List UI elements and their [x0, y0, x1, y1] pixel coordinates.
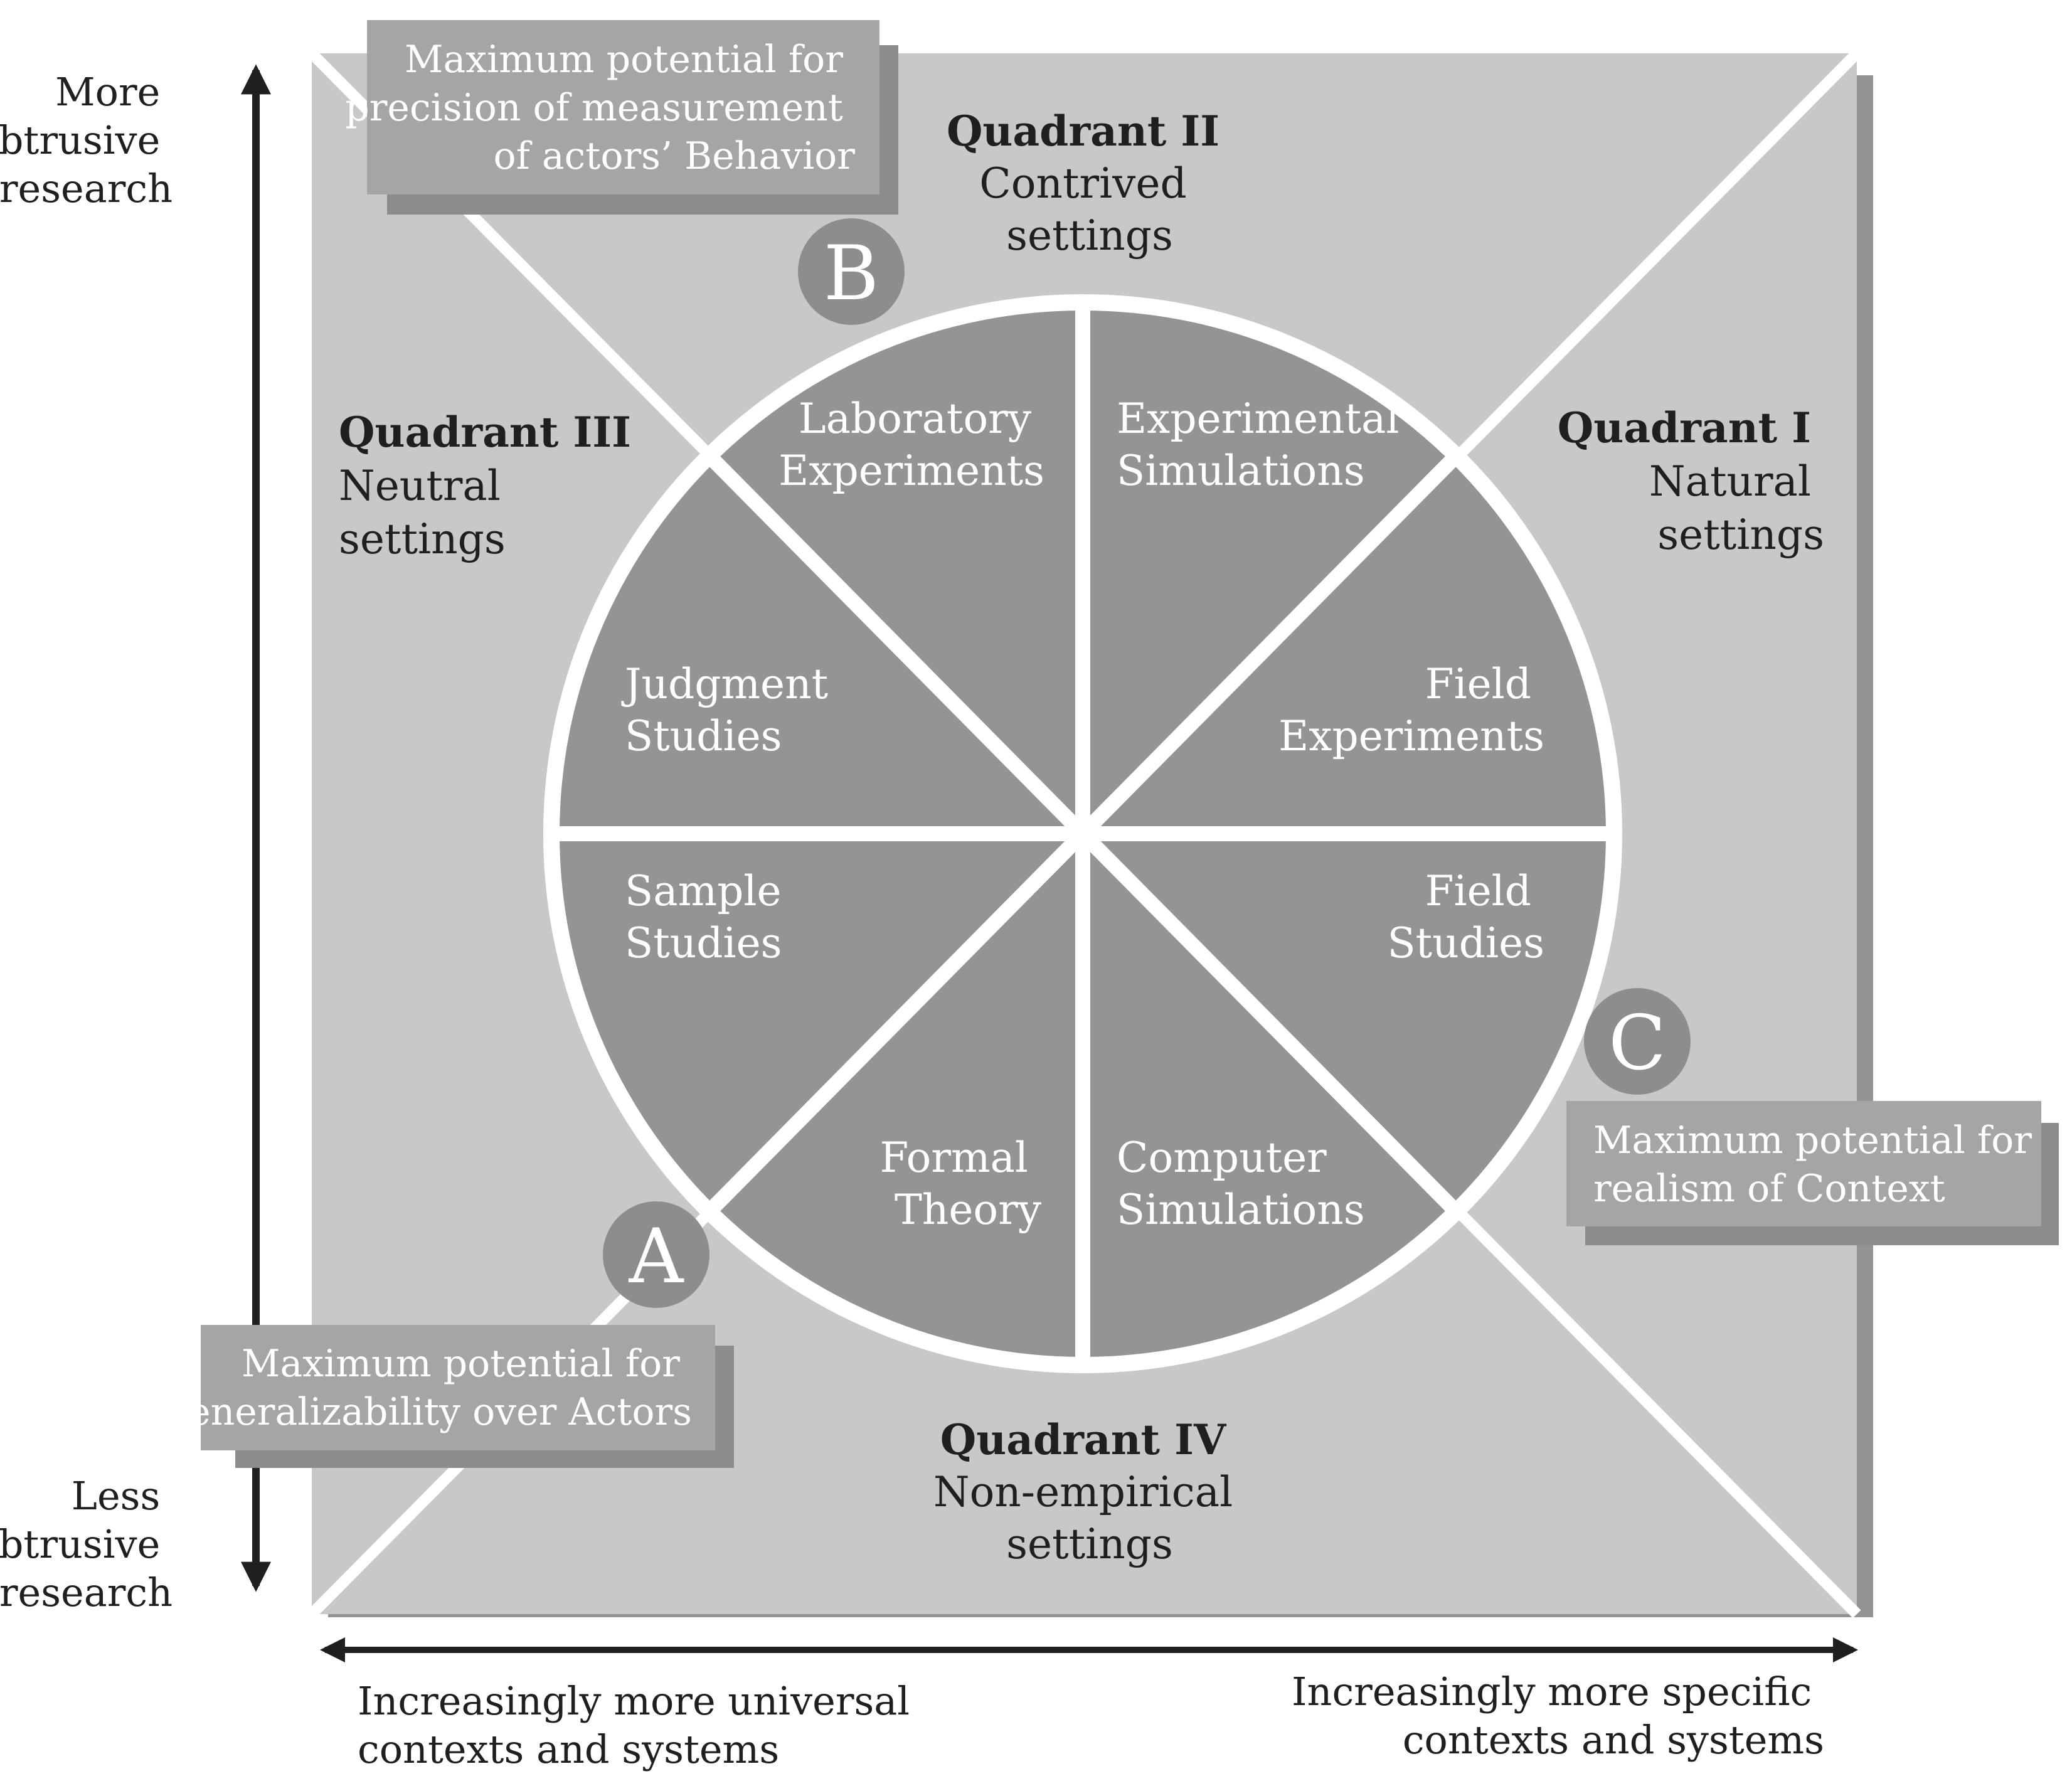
callout-a-box	[201, 1325, 715, 1450]
marker-a-circle	[603, 1201, 709, 1308]
axis-bottom-label: Less obtrusive research	[0, 1473, 173, 1615]
marker-b-label: B	[824, 230, 879, 317]
sector-field-studies: Field Studies	[1387, 867, 1544, 967]
marker-b-circle	[798, 218, 905, 325]
callout-c-box	[1566, 1101, 2041, 1226]
wheel-dividers	[550, 301, 1615, 1366]
callout-b-box	[367, 20, 879, 194]
sector-field-experiments: Field Experiments	[1278, 660, 1544, 760]
sector-experimental-simulations: Experimental Simulations	[1117, 395, 1412, 495]
marker-c-circle	[1584, 988, 1691, 1095]
sector-laboratory-experiments: Laboratory Experiments	[778, 395, 1044, 495]
quadrant-1-label: Quadrant I Natural settings	[1558, 403, 1824, 559]
axis-right-label: Increasingly more specific contexts and …	[1292, 1669, 1824, 1763]
quadrant-3-label: Quadrant III Neutral settings	[339, 408, 644, 563]
marker-a-label: A	[629, 1213, 684, 1300]
sector-sample-studies: Sample Studies	[625, 867, 795, 967]
axis-top-label: More obtrusive research	[0, 69, 173, 211]
callout-a-text: Maximum potential for generalizability o…	[164, 1342, 692, 1434]
callout-b-text: Maximum potential for precision of measu…	[345, 38, 855, 178]
sector-judgment-studies: Judgment Studies	[621, 660, 841, 760]
sector-formal-theory: Formal Theory	[880, 1134, 1042, 1234]
callout-c-text: Maximum potential for realism of Context	[1593, 1119, 2044, 1211]
quadrant-4-label: Quadrant IV Non-empirical settings	[933, 1415, 1246, 1568]
quadrant-2-label: Quadrant II Contrived settings	[947, 107, 1233, 260]
sector-computer-simulations: Computer Simulations	[1117, 1134, 1365, 1234]
axis-left-label: Increasingly more universal contexts and…	[358, 1678, 922, 1772]
marker-c-label: C	[1608, 1000, 1666, 1087]
